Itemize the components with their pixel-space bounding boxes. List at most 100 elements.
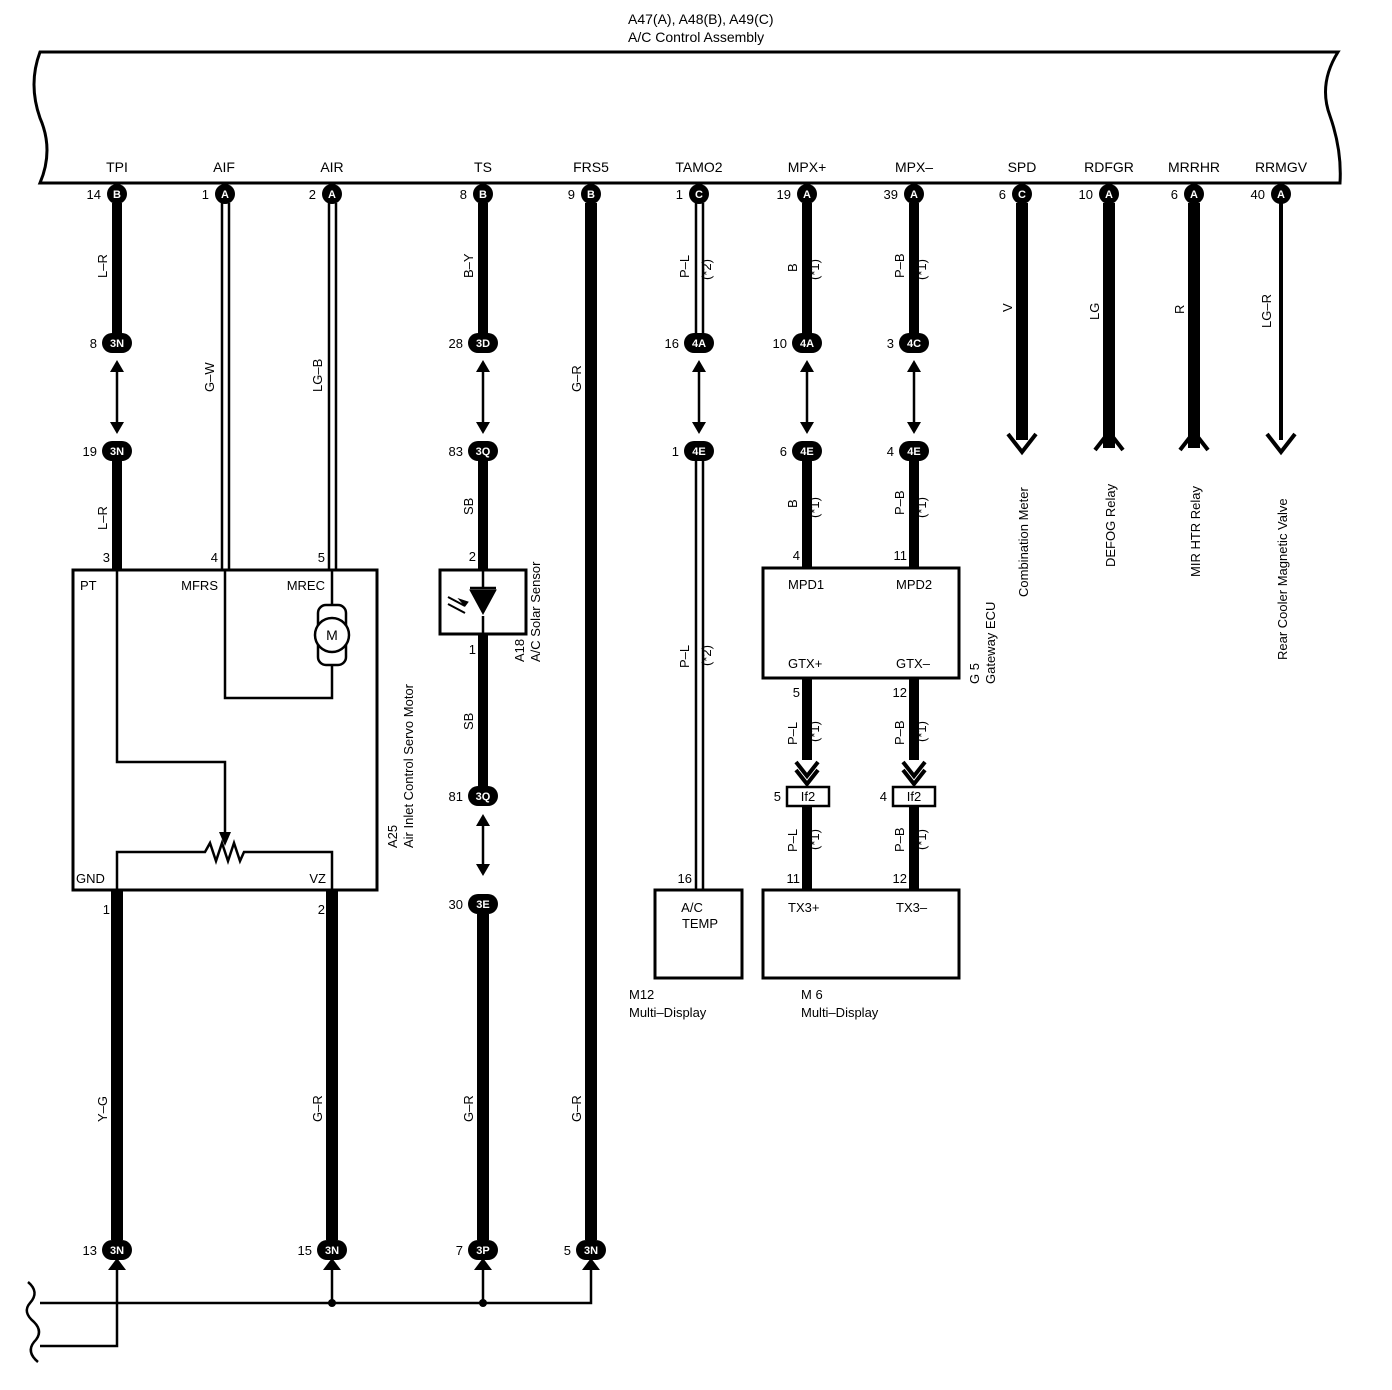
svg-text:3D: 3D — [476, 338, 490, 350]
rdfgr-arrow — [1093, 428, 1125, 452]
svg-text:3N: 3N — [110, 1245, 124, 1257]
svg-text:10: 10 — [1079, 187, 1093, 202]
m12-label-1: A/C — [681, 900, 703, 915]
wire-color: B–Y — [461, 253, 476, 278]
wire-color: P–L — [677, 645, 692, 668]
m6-box — [761, 888, 961, 980]
wire-color: LG — [1087, 303, 1102, 320]
mrrhr-arrow — [1178, 428, 1210, 452]
terminal-name: MPX+ — [788, 159, 827, 175]
wire-color-labels: L–R L–R Y–G G–W LG–B G–R B–Y SB SB G–R G… — [95, 253, 1274, 1122]
svg-text:7: 7 — [456, 1243, 463, 1258]
svg-text:8: 8 — [90, 336, 97, 351]
m12-code: M12 — [629, 987, 654, 1002]
svg-text:1: 1 — [202, 187, 209, 202]
wire-color: P–B — [892, 253, 907, 278]
svg-text:19: 19 — [83, 444, 97, 459]
terminal-pins: B14 A1 A2 B8 B9 C1 A19 A39 C6 A10 A6 A40 — [87, 184, 1291, 204]
wire-color: G–W — [202, 362, 217, 392]
wire-color: P–L — [677, 255, 692, 278]
servo-mfrs-label: MFRS — [181, 578, 218, 593]
svg-text:If2: If2 — [801, 789, 815, 804]
svg-text:3Q: 3Q — [476, 446, 491, 458]
wire-color: G–R — [569, 365, 584, 392]
wire-color: P–L — [785, 722, 800, 745]
servo-motor-a25 — [71, 568, 379, 892]
m12-pin: 16 — [678, 871, 692, 886]
svg-text:4A: 4A — [692, 338, 706, 350]
wire-color: R — [1172, 305, 1187, 314]
terminal-pin: B9 — [568, 184, 601, 204]
terminal-pin: B14 — [87, 184, 127, 204]
gateway-mpd2: MPD2 — [896, 577, 932, 592]
note: (*2) — [699, 259, 714, 280]
terminal-name: TPI — [106, 159, 128, 175]
wire-color: B — [785, 263, 800, 272]
terminal-pin: A2 — [309, 184, 342, 204]
note: (*2) — [699, 645, 714, 666]
wire-color: P–B — [892, 490, 907, 515]
wire-color: Y–G — [95, 1096, 110, 1122]
control-assembly-box — [32, 50, 1342, 185]
note: (*1) — [807, 497, 822, 518]
wire-color: P–L — [785, 829, 800, 852]
svg-text:3Q: 3Q — [476, 791, 491, 803]
terminal-names: TPI AIF AIR TS FRS5 TAMO2 MPX+ MPX– SPD … — [106, 159, 1308, 175]
svg-text:3N: 3N — [110, 338, 124, 350]
svg-text:4: 4 — [880, 789, 887, 804]
connector-3n: 3N 8 — [90, 333, 132, 353]
svg-text:14: 14 — [87, 187, 101, 202]
wire-color: B — [785, 499, 800, 508]
svg-text:4A: 4A — [800, 338, 814, 350]
solar-pin: 2 — [469, 549, 476, 564]
wire-color: L–R — [95, 254, 110, 278]
wire-color: P–B — [892, 827, 907, 852]
svg-text:2: 2 — [309, 187, 316, 202]
terminal-pin: A6 — [1171, 184, 1204, 204]
servo-gnd-label: GND — [76, 871, 105, 886]
note: (*1) — [914, 497, 929, 518]
gateway-gtxm: GTX– — [896, 656, 931, 671]
svg-text:A: A — [1277, 189, 1285, 201]
svg-text:40: 40 — [1251, 187, 1265, 202]
terminal-name: RRMGV — [1255, 159, 1308, 175]
dest-combination-meter: Combination Meter — [1016, 487, 1031, 597]
gateway-pin: 4 — [793, 548, 800, 563]
m6-pin: 12 — [893, 871, 907, 886]
gtxm-arrow — [901, 760, 927, 780]
connector-3n: 3N5 — [564, 1240, 606, 1260]
terminal-name: TS — [474, 159, 492, 175]
svg-text:1: 1 — [672, 444, 679, 459]
svg-text:A: A — [803, 189, 811, 201]
servo-pin: 1 — [103, 902, 110, 917]
svg-text:3P: 3P — [476, 1245, 489, 1257]
m12-name: Multi–Display — [629, 1005, 707, 1020]
servo-name: Air Inlet Control Servo Motor — [401, 683, 416, 848]
svg-text:3N: 3N — [325, 1245, 339, 1257]
gateway-pin: 5 — [793, 685, 800, 700]
terminal-name: TAMO2 — [675, 159, 722, 175]
wire-color: G–R — [569, 1095, 584, 1122]
solar-name: A/C Solar Sensor — [528, 561, 543, 662]
terminal-pin: C1 — [676, 184, 709, 204]
servo-vz-label: VZ — [309, 871, 326, 886]
connector-4c: 4C3 — [887, 333, 929, 353]
svg-text:1: 1 — [676, 187, 683, 202]
terminal-name: MPX– — [895, 159, 933, 175]
connector-4a: 4A 16 — [665, 333, 714, 353]
wire-notes: (*2) (*2) (*1) (*1) (*1) (*1) (*1) (*1) … — [699, 259, 929, 850]
dest-rear-cooler-valve: Rear Cooler Magnetic Valve — [1275, 498, 1290, 660]
servo-mrec-label: MREC — [287, 578, 325, 593]
svg-text:B: B — [587, 189, 595, 201]
svg-text:A: A — [1190, 189, 1198, 201]
svg-text:3N: 3N — [584, 1245, 598, 1257]
note: (*1) — [807, 721, 822, 742]
wire-color: LG–R — [1259, 294, 1274, 328]
svg-text:16: 16 — [665, 336, 679, 351]
gateway-mpd1: MPD1 — [788, 577, 824, 592]
